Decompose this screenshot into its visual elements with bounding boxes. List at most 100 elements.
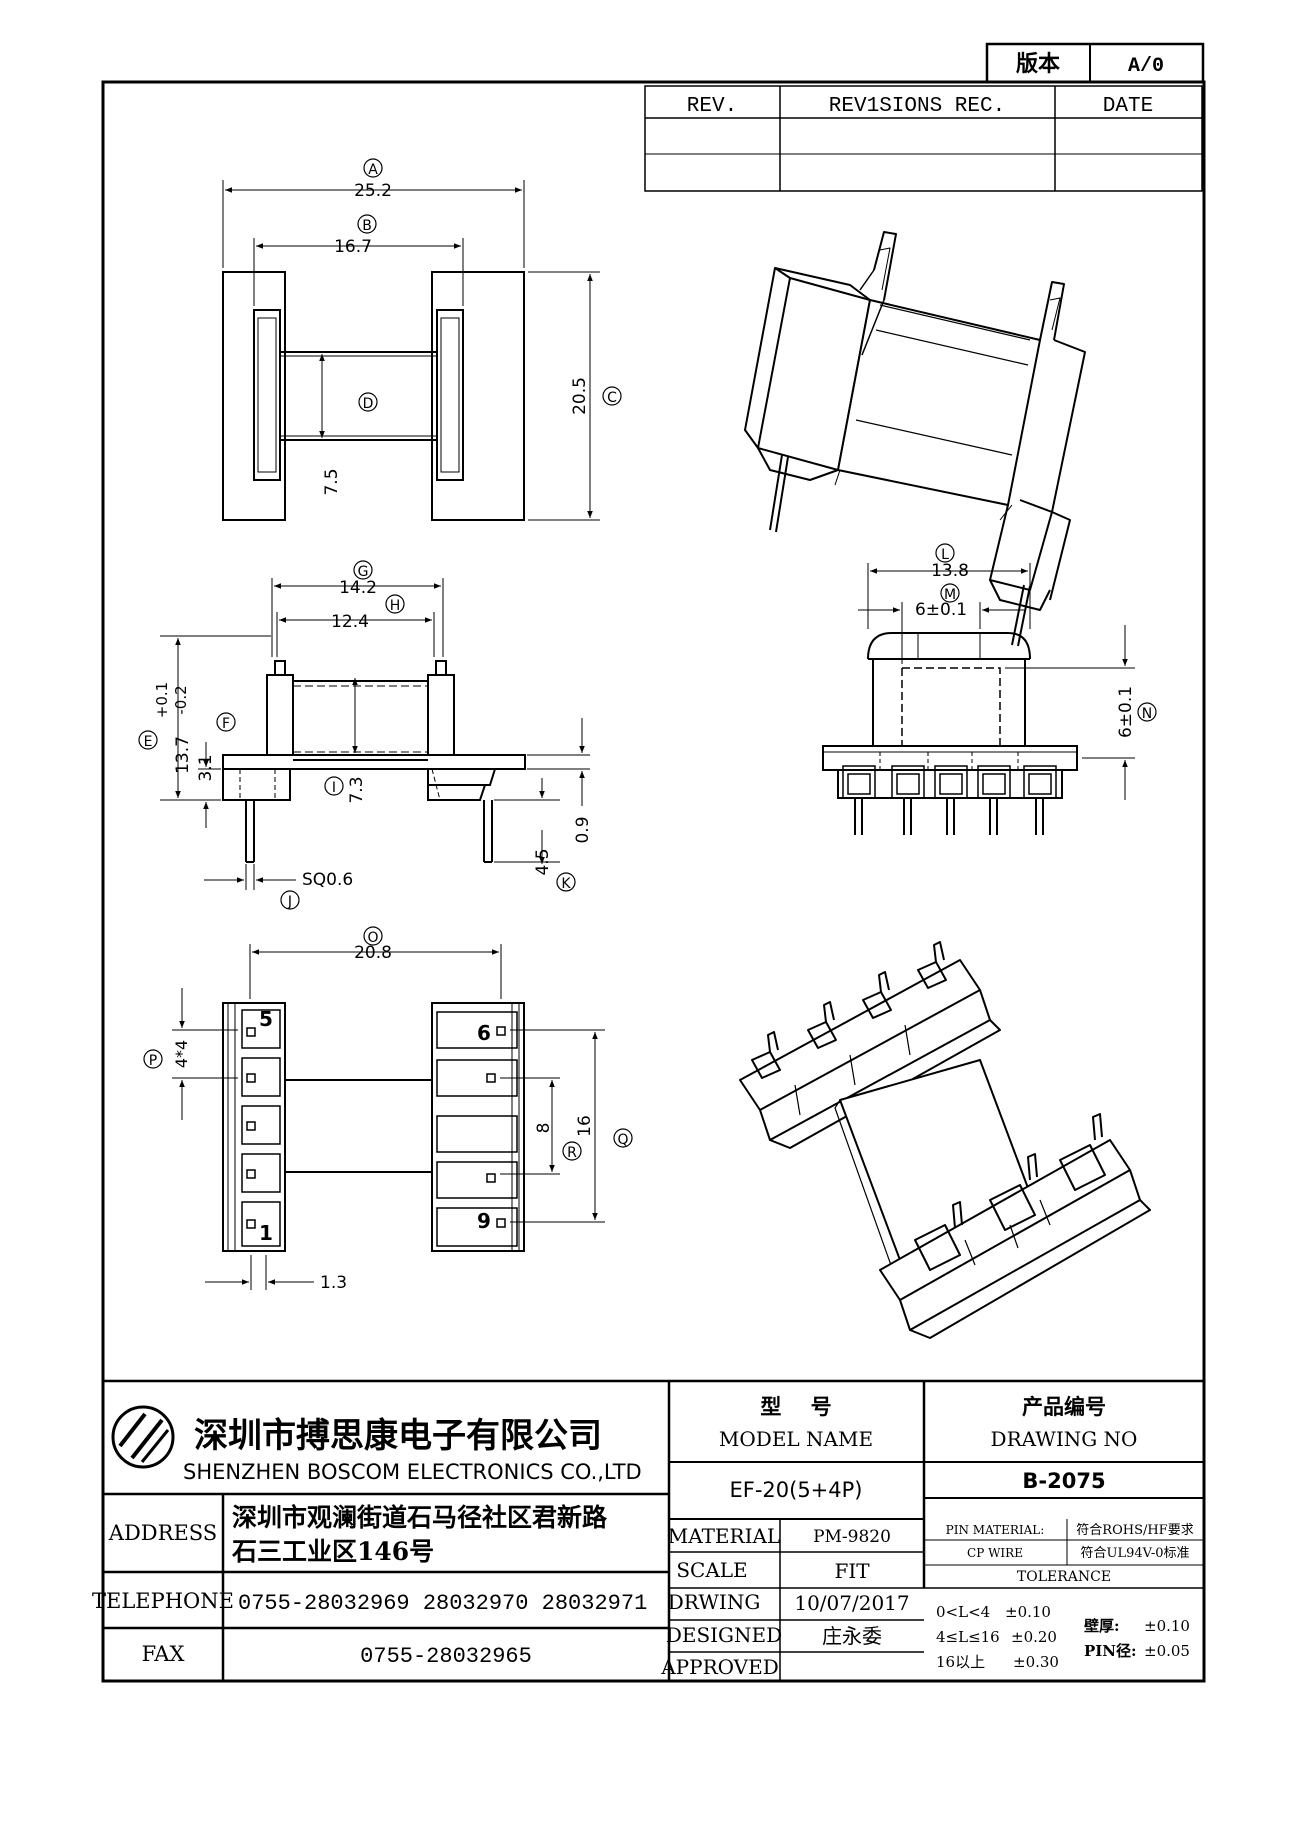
pin-diameter-label: PIN径: (1084, 1642, 1137, 1660)
dim-j-value: SQ0.6 (302, 870, 353, 890)
dim-c-value: 20.5 (570, 377, 590, 415)
balloon-g: G (358, 564, 369, 580)
tolerance-value-1: ±0.10 (1005, 1603, 1051, 1621)
model-value: EF-20(5+4P) (729, 1478, 862, 1502)
address-label: ADDRESS (108, 1521, 217, 1545)
dim-q-value: 16 (575, 1115, 595, 1137)
dim-a-value: 25.2 (354, 181, 392, 201)
fax-value: 0755-28032965 (360, 1644, 532, 1669)
dim-r-value: 8 (534, 1123, 554, 1134)
address-line1: 深圳市观澜街道石马径社区君新路 (232, 1503, 608, 1532)
tolerance-value-3: ±0.30 (1013, 1653, 1059, 1671)
bottom-view-left-detail (227, 1003, 281, 1251)
company-logo-icon (111, 1405, 175, 1469)
cp-wire-value: 符合UL94V-0标准 (1081, 1545, 1190, 1561)
telephone-label: TELEPHONE (92, 1589, 234, 1613)
top-view-dims (222, 180, 600, 521)
cp-wire-label: CP WIRE (967, 1546, 1023, 1560)
tolerance-range-3: 16以上 (936, 1653, 985, 1671)
balloon-n: N (1142, 706, 1152, 722)
bottom-view-dims (172, 944, 605, 1290)
balloon-d: D (363, 396, 374, 412)
title-block (103, 1379, 1204, 1681)
balloon-a: A (368, 162, 378, 178)
telephone-value: 0755-28032969 28032970 28032971 (238, 1591, 647, 1616)
front-view (222, 660, 526, 863)
pin-material-value: 符合ROHS/HF要求 (1076, 1522, 1193, 1538)
rev-header: REV. (687, 95, 737, 118)
material-value: PM-9820 (813, 1527, 891, 1547)
balloon-m: M (944, 587, 956, 603)
designed-label: DESIGNED (666, 1623, 782, 1647)
iso-view-bottom (739, 941, 1151, 1339)
pin-number-9: 9 (477, 1209, 491, 1233)
model-label-cn: 型 号 (760, 1394, 831, 1419)
revision-table (644, 85, 1203, 192)
fax-label: FAX (142, 1642, 185, 1666)
dim-d-value: 7.5 (322, 468, 342, 495)
date-header: DATE (1103, 95, 1153, 118)
drawing-no-label-en: DRAWING NO (991, 1427, 1138, 1451)
dim-e-tol-upper: +0.1 (153, 682, 171, 718)
balloon-b: B (362, 218, 372, 234)
bottom-view (222, 1002, 525, 1252)
balloon-r: R (567, 1145, 577, 1161)
front-view-dims (160, 578, 590, 890)
tolerance-range-2: 4≤L≤16 (936, 1628, 1000, 1646)
balloon-k: K (561, 876, 571, 892)
scale-value: FIT (834, 1559, 870, 1583)
dim-pitch-value: 1.3 (320, 1273, 347, 1293)
dim-g-value: 14.2 (339, 578, 377, 598)
balloon-h: H (390, 598, 401, 614)
pin-diameter-value: ±0.05 (1144, 1642, 1190, 1660)
version-label: 版本 (1016, 51, 1060, 77)
pin-material-label: PIN MATERIAL: (946, 1523, 1045, 1537)
pin-number-1: 1 (259, 1221, 273, 1245)
side-view (822, 632, 1078, 799)
dim-m-value: 6±0.1 (915, 600, 967, 620)
version-value: A/0 (1128, 55, 1164, 78)
drwing-label: DRWING (668, 1590, 761, 1614)
dim-b-value: 16.7 (334, 237, 372, 257)
approved-label: APPROVED (660, 1655, 779, 1679)
version-box: 版本 A/0 (985, 42, 1205, 84)
model-label-en: MODEL NAME (719, 1427, 873, 1451)
drwing-value: 10/07/2017 (794, 1591, 909, 1615)
dim-k-extra: 0.9 (573, 816, 593, 843)
dim-n-value: 6±0.1 (1116, 686, 1136, 738)
balloon-c: C (607, 390, 617, 406)
wall-thickness-label: 壁厚: (1084, 1617, 1120, 1635)
material-label: MATERIAL (668, 1524, 780, 1548)
address-line2: 石三工业区146号 (231, 1537, 434, 1566)
dim-e-value: 13.7 (173, 736, 193, 774)
drawing-no-value: B-2075 (1022, 1469, 1105, 1493)
company-name-cn: 深圳市搏思康电子有限公司 (194, 1416, 602, 1456)
dim-e-tol-lower: -0.2 (172, 685, 190, 714)
tolerance-value-2: ±0.20 (1011, 1628, 1057, 1646)
tolerance-range-1: 0<L<4 (936, 1603, 990, 1621)
dim-i-value: 7.3 (347, 776, 367, 803)
balloon-j: J (287, 894, 292, 910)
revisions-header: REV1SIONS REC. (829, 95, 1005, 118)
balloon-q: Q (617, 1132, 628, 1148)
dim-k-value: 4.5 (533, 848, 553, 875)
balloon-l: L (941, 547, 949, 563)
pin-number-6: 6 (477, 1021, 491, 1045)
balloon-e: E (144, 734, 153, 750)
dim-p-value: 4*4 (172, 1040, 191, 1068)
side-view-pins (842, 752, 1057, 835)
balloon-f: F (222, 716, 230, 732)
drawing-no-label-cn: 产品编号 (1022, 1394, 1106, 1419)
balloon-p: P (149, 1053, 157, 1069)
balloon-o: O (367, 930, 378, 946)
tolerance-title: TOLERANCE (1017, 1569, 1111, 1585)
designed-value: 庄永委 (822, 1624, 882, 1648)
side-view-dims (858, 563, 1135, 800)
dim-l-value: 13.8 (931, 561, 969, 581)
iso-view-top (744, 231, 1086, 647)
dim-h-value: 12.4 (331, 612, 369, 632)
dim-o-value: 20.8 (354, 943, 392, 963)
dim-f-value: 3.1 (196, 754, 216, 781)
company-name-en: SHENZHEN BOSCOM ELECTRONICS CO.,LTD (183, 1460, 642, 1484)
